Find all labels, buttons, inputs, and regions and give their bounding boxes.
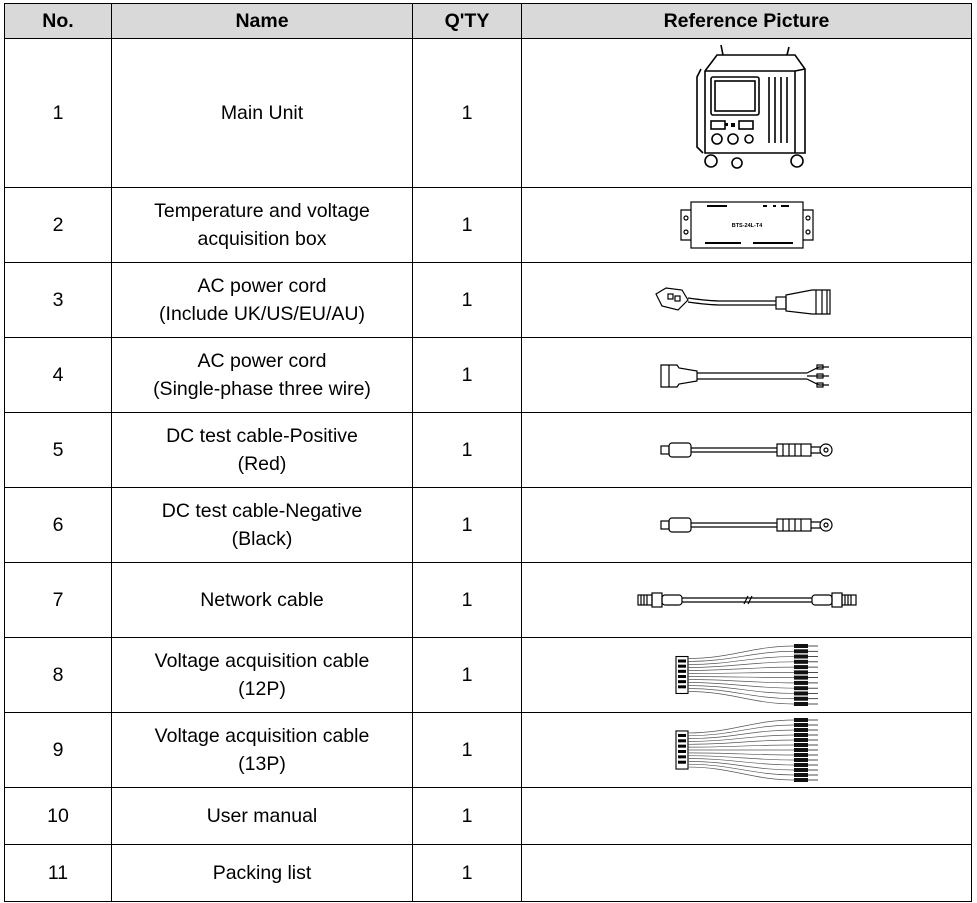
row-name: User manual <box>111 787 413 845</box>
row-name: Network cable <box>111 562 413 638</box>
row-qty: 1 <box>412 412 522 488</box>
row-picture <box>521 412 972 488</box>
row-name-line2: acquisition box <box>197 228 327 250</box>
table-row: 6 DC test cable-Negative (Black) 1 <box>4 487 972 563</box>
row-name-line1: AC power cord <box>197 350 327 372</box>
row-name: Temperature and voltage acquisition box <box>111 187 413 263</box>
row-name-line1: Main Unit <box>220 102 304 124</box>
table-row: 11 Packing list 1 <box>4 844 972 902</box>
power-cord-three-wire-icon <box>659 364 829 388</box>
table-row: 5 DC test cable-Positive (Red) 1 <box>4 412 972 488</box>
table-row: 10 User manual 1 <box>4 787 972 845</box>
row-name-line2: (Black) <box>231 528 293 550</box>
row-name-line1: AC power cord <box>197 275 327 297</box>
table-row: 1 Main Unit 1 <box>4 38 972 188</box>
row-no: 10 <box>4 787 112 845</box>
power-cord-plug-icon <box>654 287 831 315</box>
row-no: 5 <box>4 412 112 488</box>
dc-cable-negative-icon <box>659 517 833 533</box>
row-picture <box>521 337 972 413</box>
row-qty: 1 <box>412 38 522 188</box>
header-name: Name <box>111 3 413 39</box>
table-row: 2 Temperature and voltage acquisition box… <box>4 187 972 263</box>
row-picture <box>521 262 972 338</box>
header-row: No. Name Q'TY Reference Picture <box>4 3 972 39</box>
row-name-line2: (13P) <box>238 753 286 775</box>
voltage-harness-12p-icon <box>674 644 818 706</box>
table-row: 4 AC power cord (Single-phase three wire)… <box>4 337 972 413</box>
row-name-line1: Packing list <box>212 862 312 884</box>
row-no: 3 <box>4 262 112 338</box>
row-no: 9 <box>4 712 112 788</box>
row-name-line1: DC test cable-Positive <box>166 425 358 447</box>
row-qty: 1 <box>412 187 522 263</box>
packing-list-table: No. Name Q'TY Reference Picture 1 Main U… <box>4 3 972 902</box>
row-picture <box>521 562 972 638</box>
row-qty: 1 <box>412 637 522 713</box>
row-name: Voltage acquisition cable (13P) <box>111 712 413 788</box>
row-qty: 1 <box>412 787 522 845</box>
main-unit-icon <box>695 44 806 169</box>
row-name-line1: Voltage acquisition cable <box>154 725 370 747</box>
row-name-line2: (Include UK/US/EU/AU) <box>159 303 365 325</box>
header-qty: Q'TY <box>412 3 522 39</box>
row-picture-empty <box>521 787 972 845</box>
row-picture <box>521 637 972 713</box>
row-picture <box>521 712 972 788</box>
row-name-line2: (Red) <box>237 453 287 475</box>
row-qty: 1 <box>412 844 522 902</box>
row-qty: 1 <box>412 562 522 638</box>
row-qty: 1 <box>412 262 522 338</box>
row-no: 7 <box>4 562 112 638</box>
table-row: 9 Voltage acquisition cable (13P) 1 <box>4 712 972 788</box>
row-qty: 1 <box>412 712 522 788</box>
row-name: Main Unit <box>111 38 413 188</box>
row-no: 8 <box>4 637 112 713</box>
dc-cable-positive-icon <box>659 442 833 458</box>
acquisition-box-icon: BTS-24L-T4 <box>679 201 814 249</box>
voltage-harness-13p-icon <box>674 718 818 782</box>
row-no: 6 <box>4 487 112 563</box>
row-qty: 1 <box>412 337 522 413</box>
row-name-line1: Temperature and voltage <box>154 200 370 222</box>
row-name: Packing list <box>111 844 413 902</box>
row-picture-empty <box>521 844 972 902</box>
row-no: 4 <box>4 337 112 413</box>
row-name-line2: (12P) <box>238 678 286 700</box>
row-name-line1: Network cable <box>200 589 324 611</box>
header-no: No. <box>4 3 112 39</box>
row-no: 11 <box>4 844 112 902</box>
table-row: 3 AC power cord (Include UK/US/EU/AU) 1 <box>4 262 972 338</box>
row-name-line1: User manual <box>206 805 318 827</box>
row-name: DC test cable-Positive (Red) <box>111 412 413 488</box>
row-name: Voltage acquisition cable (12P) <box>111 637 413 713</box>
row-name: AC power cord (Single-phase three wire) <box>111 337 413 413</box>
row-picture: BTS-24L-T4 <box>521 187 972 263</box>
box-model-label: BTS-24L-T4 <box>731 223 763 229</box>
row-name-line1: Voltage acquisition cable <box>154 650 370 672</box>
row-picture <box>521 38 972 188</box>
row-name: AC power cord (Include UK/US/EU/AU) <box>111 262 413 338</box>
header-picture: Reference Picture <box>521 3 972 39</box>
row-name: DC test cable-Negative (Black) <box>111 487 413 563</box>
table-row: 8 Voltage acquisition cable (12P) 1 <box>4 637 972 713</box>
row-name-line2: (Single-phase three wire) <box>153 378 371 400</box>
network-cable-icon <box>636 592 857 608</box>
row-name-line1: DC test cable-Negative <box>161 500 363 522</box>
row-qty: 1 <box>412 487 522 563</box>
row-no: 1 <box>4 38 112 188</box>
row-picture <box>521 487 972 563</box>
row-no: 2 <box>4 187 112 263</box>
table-row: 7 Network cable 1 <box>4 562 972 638</box>
